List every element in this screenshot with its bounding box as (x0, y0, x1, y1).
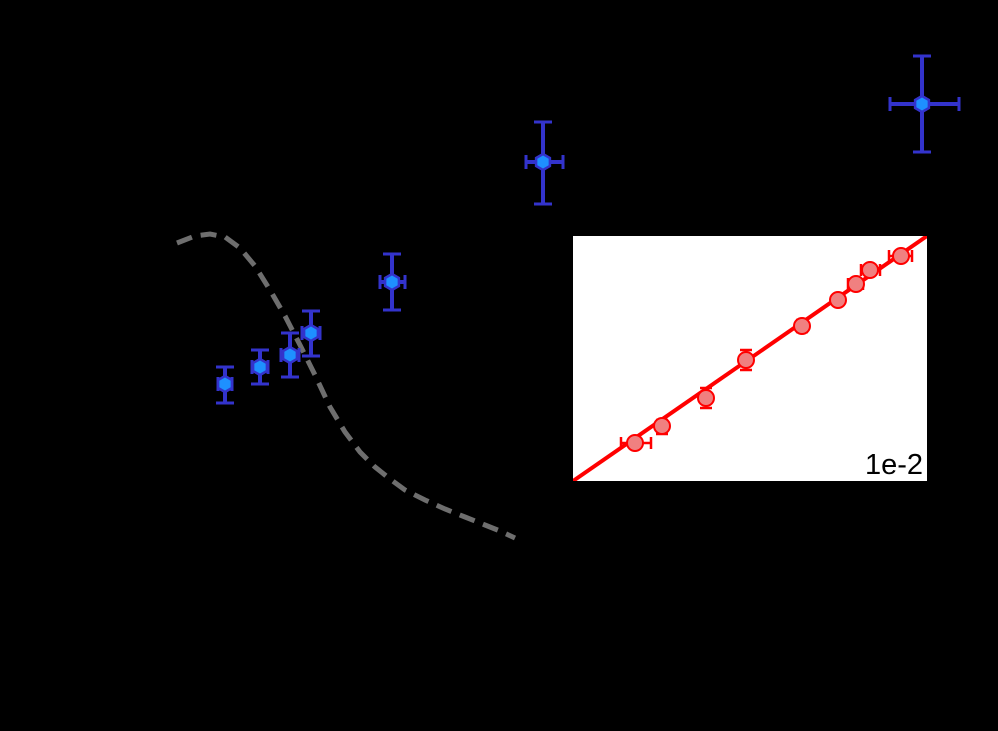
inset-data-point (793, 317, 811, 335)
data-point (216, 365, 234, 405)
inset-plot: 1e-2 (573, 236, 927, 481)
inset-data-point (653, 417, 671, 436)
data-point (888, 54, 961, 154)
hexagon-marker (251, 357, 269, 377)
inset-data-point (829, 291, 847, 309)
circle-marker (697, 389, 715, 407)
circle-marker (793, 317, 811, 335)
data-point (524, 120, 565, 206)
circle-marker (626, 434, 644, 452)
hexagon-marker (281, 345, 299, 365)
data-point (300, 309, 322, 358)
circle-marker (892, 247, 910, 265)
circle-marker (737, 351, 755, 369)
inset-data-points (619, 247, 914, 452)
circle-marker (847, 275, 865, 293)
inset-annotation-label: 1e-2 (865, 449, 923, 481)
inset-data-point (697, 386, 715, 410)
hexagon-marker (383, 272, 401, 292)
inset-data-point (859, 261, 882, 279)
circle-marker (653, 417, 671, 435)
inset-data-point (619, 434, 653, 452)
hexagon-marker (534, 152, 552, 172)
circle-marker (829, 291, 847, 309)
inset-data-point (887, 247, 914, 265)
inset-data-point (737, 348, 755, 372)
hexagon-marker (913, 94, 931, 114)
data-point (250, 348, 270, 386)
data-point (279, 331, 301, 379)
data-point (378, 252, 407, 312)
dashed-curve-path (176, 231, 517, 541)
circle-marker (861, 261, 879, 279)
model-curve-dashed (176, 231, 517, 541)
hexagon-marker (302, 323, 320, 343)
hexagon-marker (216, 374, 234, 394)
inset-data-point (846, 275, 865, 293)
main-data-points (216, 54, 961, 405)
